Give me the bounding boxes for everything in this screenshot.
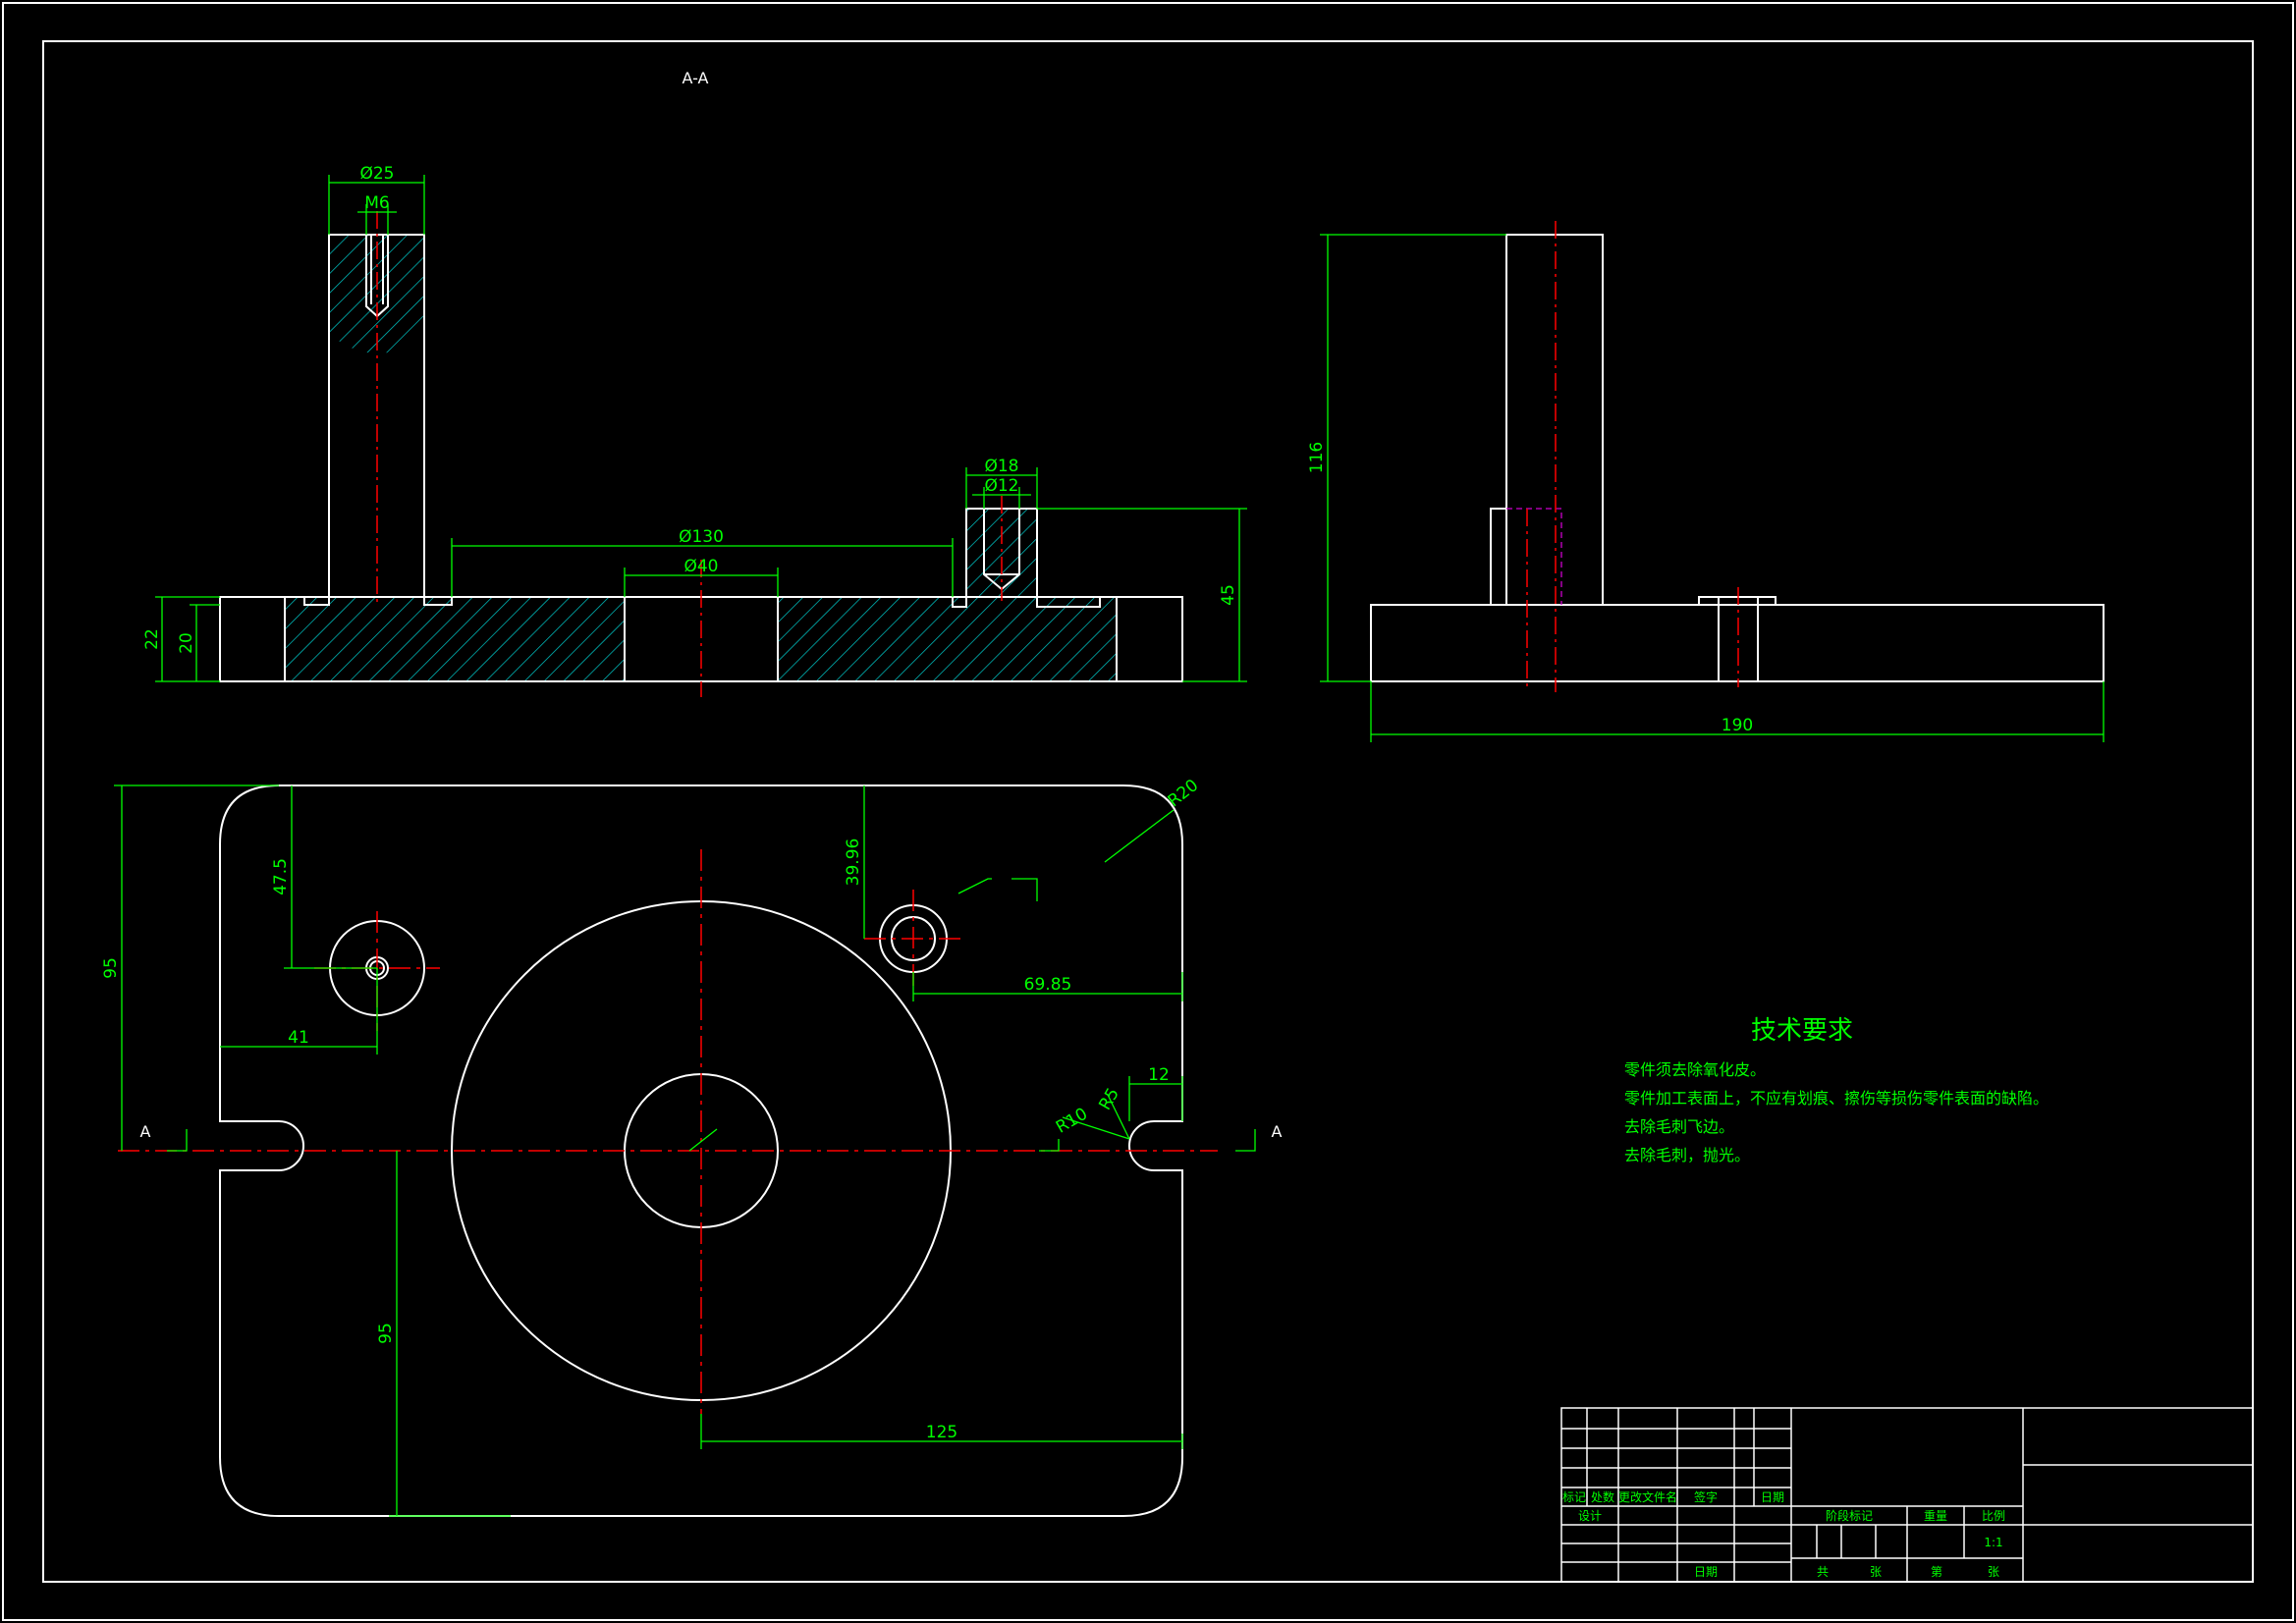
dim-d130: Ø130 <box>679 527 724 547</box>
tb-rev-h2: 处数 <box>1591 1489 1614 1504</box>
hatch-post-top <box>329 235 424 353</box>
tb-weight: 重量 <box>1924 1509 1947 1523</box>
top-dimensions <box>114 784 1256 1517</box>
side-post <box>1505 234 1604 605</box>
side-view <box>1370 234 2105 682</box>
dim-m6: M6 <box>364 193 389 213</box>
tech-req-item-4: 去除毛刺，抛光。 <box>1624 1146 1750 1164</box>
side-centerlines <box>1526 221 1739 692</box>
dim-d40: Ø40 <box>683 557 718 576</box>
section-marker-right: A <box>1272 1122 1283 1141</box>
dim-w125: 125 <box>926 1423 957 1442</box>
side-bushing <box>1698 596 1777 605</box>
dim-v47-5: 47.5 <box>271 858 291 895</box>
dim-w190: 190 <box>1722 716 1753 735</box>
dim-d18: Ø18 <box>984 457 1018 476</box>
tech-req-item-3: 去除毛刺飞边。 <box>1624 1117 1734 1136</box>
dim-r20: R20 <box>1165 776 1203 811</box>
tb-rev-h4: 签字 <box>1694 1489 1718 1504</box>
dim-h20: 20 <box>177 632 196 654</box>
dim-w69-85: 69.85 <box>1024 975 1072 995</box>
tb-rev-h3: 更改文件名 <box>1618 1489 1677 1504</box>
dim-v39-96: 39.96 <box>844 839 863 887</box>
section-marker-left: A <box>140 1122 151 1141</box>
top-centerlines <box>118 849 1218 1414</box>
dim-v95-bottom: 95 <box>376 1323 396 1344</box>
title-block <box>1560 1407 2254 1583</box>
side-dimensions <box>1320 234 2105 742</box>
dim-d12: Ø12 <box>984 476 1018 496</box>
tech-req-item-2: 零件加工表面上，不应有划痕、擦伤等损伤零件表面的缺陷。 <box>1624 1089 2049 1108</box>
front-dimensions <box>155 175 1247 682</box>
section-label: A-A <box>683 69 709 87</box>
dim-r5: R5 <box>1095 1085 1123 1114</box>
dim-h116: 116 <box>1307 442 1327 473</box>
tb-sheet2: 张 <box>1988 1565 1999 1579</box>
inner-border <box>42 40 2254 1583</box>
dim-w41: 41 <box>288 1028 309 1048</box>
side-block <box>1490 508 1506 605</box>
tb-total: 共 <box>1817 1565 1829 1579</box>
tb-date: 日期 <box>1694 1565 1718 1579</box>
tb-scale-label: 比例 <box>1982 1509 2005 1523</box>
dim-d25: Ø25 <box>359 164 394 184</box>
side-hidden <box>1506 508 1562 605</box>
tech-req-item-1: 零件须去除氧化皮。 <box>1624 1060 1766 1079</box>
tb-rev-h1: 标记 <box>1562 1490 1586 1504</box>
tb-sheet: 张 <box>1870 1565 1882 1579</box>
side-base <box>1370 604 2105 682</box>
tb-rev-h5: 日期 <box>1761 1490 1784 1504</box>
base-outline <box>219 234 1183 682</box>
plate-outline <box>219 784 1183 1517</box>
hatch-bushing <box>966 509 1037 597</box>
dim-h45: 45 <box>1219 584 1238 606</box>
tb-stage-mark: 阶段标记 <box>1826 1508 1873 1523</box>
hatch-base-left <box>285 597 625 681</box>
dim-w12: 12 <box>1148 1065 1170 1085</box>
tb-nth: 第 <box>1931 1565 1942 1579</box>
tech-req-title: 技术要求 <box>1751 1016 1853 1046</box>
dim-v95-top: 95 <box>101 957 121 979</box>
front-centerlines <box>376 211 1003 697</box>
tb-scale-value: 1:1 <box>1984 1536 2002 1549</box>
dim-h22: 22 <box>142 628 162 650</box>
hatch-base-right <box>778 597 1117 681</box>
dim-r10: R10 <box>1053 1105 1091 1138</box>
tb-design: 设计 <box>1578 1509 1602 1523</box>
